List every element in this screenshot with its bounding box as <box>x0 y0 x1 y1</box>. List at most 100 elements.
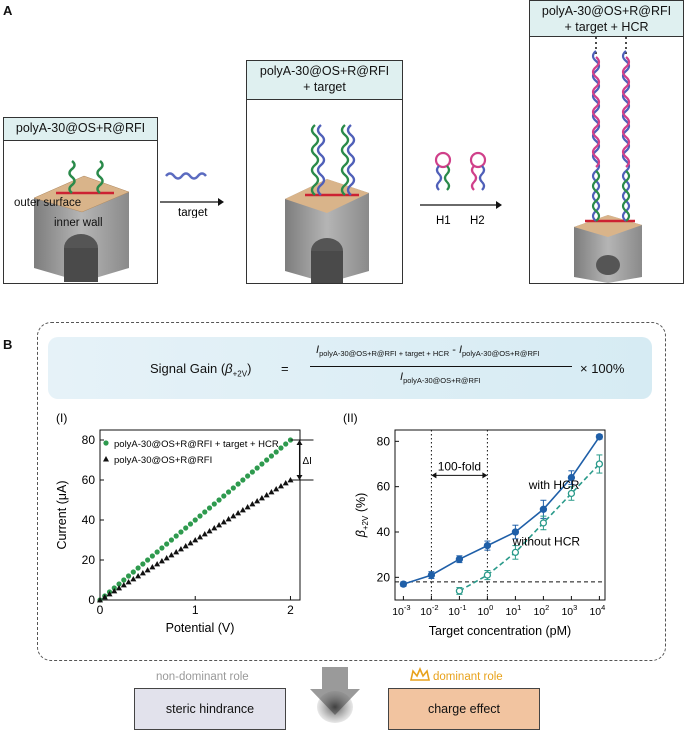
point-without-hcr <box>455 587 464 595</box>
steric-hindrance-box: steric hindrance <box>134 688 286 730</box>
iv-point-base <box>282 480 289 486</box>
x-tick-label: 1 <box>192 603 199 617</box>
iv-point-hcr <box>225 489 232 495</box>
iv-point-base <box>197 534 203 540</box>
iv-point-base <box>130 576 137 582</box>
iv-point-hcr <box>125 573 132 579</box>
iv-point-hcr <box>249 469 255 475</box>
iv-point-hcr <box>183 525 189 531</box>
iv-point-base <box>254 498 261 504</box>
formula-lhs-close: ) <box>247 361 252 376</box>
chart1-panel-label: (I) <box>56 411 67 425</box>
chart2-ylabel: β+2V (%) <box>354 493 370 539</box>
x-tick-label: 2 <box>287 603 294 617</box>
chart1-frame <box>99 429 301 601</box>
hairpin-h1-icon <box>434 151 452 191</box>
chart2-panel-label: (II) <box>343 411 358 425</box>
fold-arrowhead-left <box>431 472 437 479</box>
iv-point-base <box>116 585 123 591</box>
num-minus: - <box>452 344 456 356</box>
iv-point-base <box>187 540 194 546</box>
chart1-ylabel: Current (μA) <box>55 480 69 549</box>
box2-title-line2: + target <box>303 80 346 94</box>
iv-point-hcr <box>149 553 155 559</box>
iv-point-base <box>277 483 284 489</box>
fit-line-without-hcr <box>459 463 600 592</box>
iv-point-base <box>111 588 118 594</box>
formula-lhs: Signal Gain (β+2V) <box>150 361 251 379</box>
y-tick-label: 80 <box>82 433 96 447</box>
iv-point-hcr <box>273 449 279 455</box>
iv-point-base <box>149 564 156 570</box>
box3-title-line1: polyA-30@OS+R@RFI <box>541 4 672 18</box>
iv-point-base <box>135 573 142 579</box>
formula-lhs-text: Signal Gain ( <box>150 361 226 376</box>
nanochannel-illustration-3 <box>574 37 642 283</box>
iv-point-base <box>216 522 223 528</box>
num-i2: I <box>458 344 462 356</box>
iv-point-base <box>258 495 265 501</box>
fold-label: 100-fold <box>438 459 481 473</box>
box2-title-line1: polyA-30@OS+R@RFI <box>259 64 390 78</box>
fraction-bar <box>310 366 572 367</box>
point-without-hcr <box>539 519 548 527</box>
iv-point-base <box>263 492 270 498</box>
box1-title: polyA-30@OS+R@RFI <box>4 118 157 141</box>
num-sub1: polyA-30@OS+R@RFI + target + HCR <box>319 349 450 359</box>
box-polyA-target: polyA-30@OS+R@RFI + target <box>246 60 403 284</box>
iv-point-hcr <box>264 457 270 463</box>
label-without-hcr: without HCR <box>512 535 581 549</box>
point-with-hcr <box>455 555 464 563</box>
point-with-hcr <box>399 580 408 588</box>
box3-title-line2: + target + HCR <box>564 20 649 34</box>
iv-point-hcr <box>254 465 260 471</box>
y-tick-label: 40 <box>377 525 391 539</box>
iv-point-hcr <box>278 445 284 451</box>
y-tick-label: 40 <box>82 513 96 527</box>
chart2-xlabel: Target concentration (pM) <box>429 624 571 638</box>
iv-point-base <box>225 516 232 522</box>
iv-point-hcr <box>121 577 127 583</box>
hairpin-h2-icon <box>469 151 487 191</box>
crown-icon <box>410 667 430 681</box>
target-strand-icon <box>165 172 207 180</box>
iv-point-base <box>144 567 151 573</box>
point-with-hcr <box>511 528 520 536</box>
point-with-hcr <box>483 541 492 550</box>
y-tick-label: 20 <box>82 553 96 567</box>
iv-point-base <box>206 528 213 534</box>
point-without-hcr <box>595 460 604 468</box>
iv-point-base <box>268 489 275 495</box>
iv-point-base <box>97 597 103 603</box>
y-tick-label: 80 <box>377 434 391 448</box>
fold-arrowhead-right <box>482 472 488 479</box>
iv-point-base <box>139 570 146 576</box>
signal-gain-formula: Signal Gain (β+2V) = IpolyA-30@OS+R@RFI … <box>48 337 652 399</box>
iv-point-base <box>201 531 208 537</box>
box3-title: polyA-30@OS+R@RFI + target + HCR <box>530 1 683 37</box>
iv-point-base <box>235 510 242 516</box>
iv-point-base <box>154 561 161 567</box>
point-with-hcr <box>567 473 576 482</box>
num-sub2: polyA-30@OS+R@RFI <box>462 349 540 359</box>
iv-point-hcr <box>230 485 236 491</box>
x-tick-label: 102 <box>533 603 549 618</box>
point-without-hcr <box>511 548 520 557</box>
iv-point-hcr <box>130 569 136 575</box>
h1-label: H1 <box>436 215 451 227</box>
iv-point-hcr <box>154 549 160 555</box>
iv-point-hcr <box>202 509 208 515</box>
inner-wall-label: inner wall <box>54 217 103 229</box>
arrow-target: target <box>160 172 224 218</box>
iv-point-base <box>120 582 127 588</box>
down-arrow-icon <box>310 667 360 723</box>
den-sub: polyA-30@OS+R@RFI <box>403 376 481 386</box>
iv-point-hcr <box>287 437 294 443</box>
iv-point-base <box>239 507 246 513</box>
iv-point-hcr <box>240 477 246 483</box>
box2-title: polyA-30@OS+R@RFI + target <box>247 61 402 100</box>
formula-eq: = <box>281 361 289 376</box>
fit-line-with-hcr <box>403 436 601 585</box>
iv-point-hcr <box>245 473 251 479</box>
point-without-hcr <box>483 571 492 579</box>
